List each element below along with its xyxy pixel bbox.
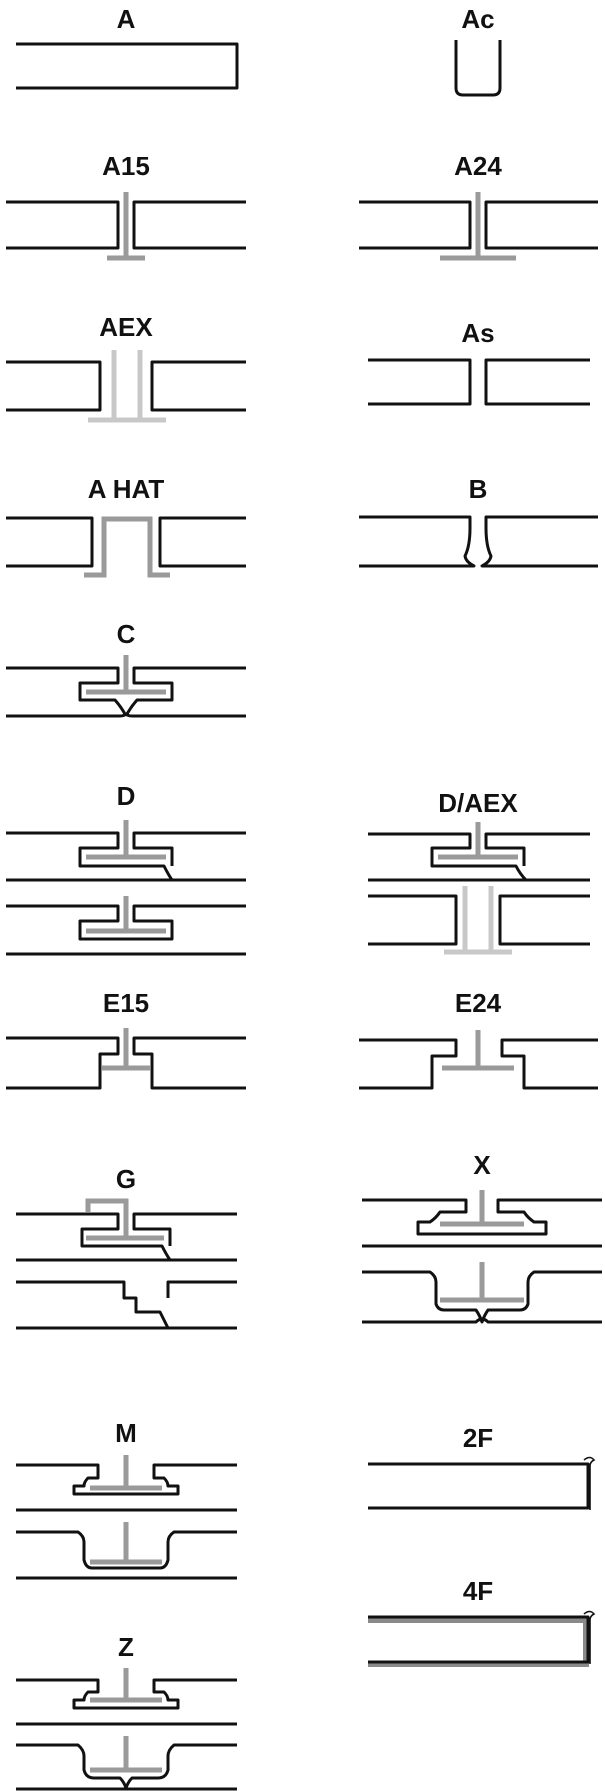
label-e15: E15 bbox=[103, 988, 149, 1018]
panel-bottom-c bbox=[6, 712, 246, 718]
right-panel-b bbox=[480, 515, 598, 568]
detail-aex: AEX bbox=[6, 312, 246, 423]
upper-panel-g bbox=[16, 1212, 172, 1261]
detail-a24: A24 bbox=[359, 151, 598, 261]
label-a24: A24 bbox=[454, 151, 502, 181]
lower-panel-x bbox=[362, 1270, 602, 1324]
detail-x: X bbox=[362, 1150, 602, 1324]
label-a: A bbox=[117, 4, 136, 34]
detail-2f: 2F bbox=[368, 1423, 596, 1510]
detail-z: Z bbox=[16, 1632, 237, 1791]
spline-x-top bbox=[440, 1190, 524, 1227]
upper-panel-x bbox=[362, 1198, 602, 1236]
right-panel-a15 bbox=[132, 200, 246, 250]
channel-ac bbox=[454, 40, 502, 97]
detail-as: As bbox=[368, 318, 590, 406]
right-panel-ahat bbox=[158, 516, 246, 568]
extrusion-daex bbox=[444, 886, 512, 955]
grid-tee-e24 bbox=[442, 1030, 514, 1071]
spline-z-top bbox=[90, 1668, 162, 1703]
label-4f: 4F bbox=[463, 1576, 493, 1606]
left-panel-e24 bbox=[359, 1038, 458, 1090]
detail-e24: E24 bbox=[359, 988, 598, 1090]
spline-d-top bbox=[86, 820, 166, 860]
upper-panel-d bbox=[6, 831, 174, 881]
label-ahat: A HAT bbox=[88, 474, 165, 504]
panel-4f bbox=[368, 1615, 590, 1664]
detail-e15: E15 bbox=[6, 988, 246, 1090]
label-g: G bbox=[116, 1164, 136, 1194]
detail-g: G bbox=[16, 1164, 237, 1330]
label-as: As bbox=[461, 318, 494, 348]
spline-g bbox=[85, 1198, 164, 1241]
spline-c bbox=[86, 655, 166, 695]
left-panel-a24 bbox=[359, 200, 472, 250]
spline-m-top bbox=[90, 1455, 162, 1491]
detail-daex: D/AEX bbox=[368, 788, 590, 955]
panel-outline-4f bbox=[368, 1617, 589, 1667]
lower-panel-g bbox=[16, 1280, 170, 1329]
spline-daex bbox=[438, 822, 518, 860]
upper-panel-z bbox=[16, 1678, 237, 1710]
detail-a: A bbox=[16, 4, 239, 90]
right-panel-as bbox=[484, 358, 590, 406]
lower-left-panel-daex bbox=[368, 894, 458, 946]
left-panel-e15 bbox=[6, 1036, 120, 1090]
edge-clip-2f bbox=[583, 1456, 596, 1510]
left-panel-c bbox=[6, 666, 128, 717]
upper-panel-daex bbox=[368, 832, 528, 882]
right-panel-e24 bbox=[500, 1038, 598, 1090]
spline-d-bottom bbox=[86, 896, 166, 934]
left-panel-ahat bbox=[6, 516, 94, 568]
right-panel-e15 bbox=[132, 1036, 246, 1090]
label-ac: Ac bbox=[461, 4, 494, 34]
label-c: C bbox=[117, 619, 136, 649]
detail-m: M bbox=[16, 1418, 237, 1580]
spline-x-bottom bbox=[440, 1262, 524, 1303]
upper-panel-m bbox=[16, 1463, 237, 1496]
spline-m-bottom bbox=[90, 1522, 162, 1565]
label-2f: 2F bbox=[463, 1423, 493, 1453]
lower-right-panel-daex bbox=[498, 894, 590, 946]
detail-a15: A15 bbox=[6, 151, 246, 261]
extrusion-aex bbox=[88, 350, 166, 423]
right-panel-a24 bbox=[484, 200, 598, 250]
detail-d: D bbox=[6, 781, 246, 956]
left-panel-as bbox=[368, 358, 472, 406]
right-panel-aex bbox=[150, 360, 246, 412]
detail-b: B bbox=[359, 474, 598, 568]
label-daex: D/AEX bbox=[438, 788, 518, 818]
label-aex: AEX bbox=[99, 312, 153, 342]
detail-ac: Ac bbox=[454, 4, 502, 97]
detail-4f: 4F bbox=[368, 1576, 596, 1667]
detail-ahat: A HAT bbox=[6, 474, 246, 578]
left-panel-a15 bbox=[6, 200, 120, 250]
left-panel-b bbox=[359, 515, 476, 568]
label-m: M bbox=[115, 1418, 137, 1448]
grid-tee-e15 bbox=[102, 1028, 150, 1071]
label-b: B bbox=[469, 474, 488, 504]
label-z: Z bbox=[118, 1632, 134, 1662]
label-d: D bbox=[117, 781, 136, 811]
edge-clip-4f bbox=[583, 1610, 596, 1664]
label-x: X bbox=[473, 1150, 491, 1180]
hat-channel-ahat bbox=[84, 516, 170, 578]
detail-c: C bbox=[6, 619, 246, 718]
panel-a bbox=[16, 42, 239, 90]
label-a15: A15 bbox=[102, 151, 150, 181]
spline-z-bottom bbox=[90, 1736, 162, 1773]
lower-panel-m bbox=[16, 1530, 237, 1570]
left-panel-aex bbox=[6, 360, 102, 412]
panel-2f bbox=[368, 1462, 590, 1510]
lower-panel-d bbox=[6, 904, 246, 941]
label-e24: E24 bbox=[455, 988, 502, 1018]
